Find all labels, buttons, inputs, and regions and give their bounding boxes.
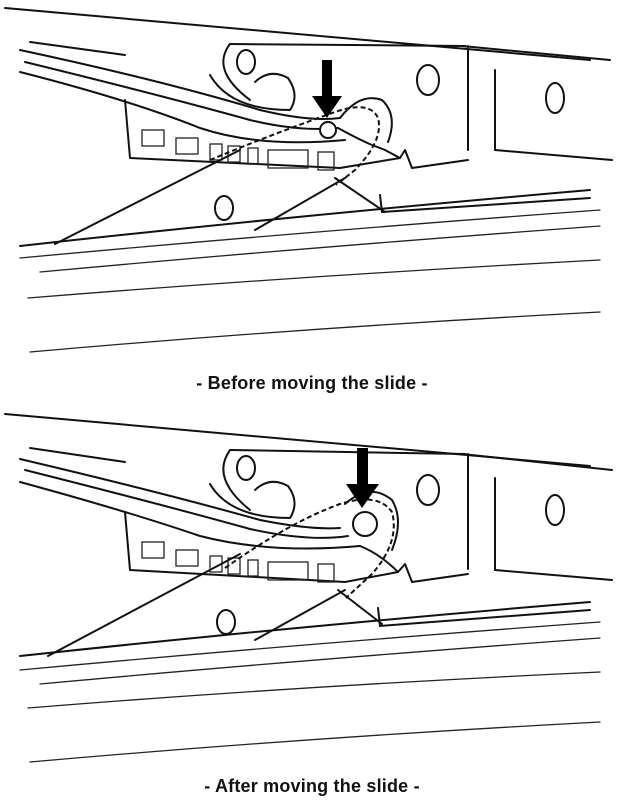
mount-holes — [209, 455, 565, 635]
lower-rail — [19, 189, 601, 353]
lower-rail — [19, 601, 601, 763]
diagram-after — [0, 404, 624, 770]
diagram-before — [0, 0, 624, 360]
down-arrow-icon — [346, 448, 379, 508]
diagram-after-drawing — [4, 413, 613, 763]
slide-pivot — [209, 97, 393, 186]
support-lines — [54, 149, 386, 245]
support-lines — [47, 553, 383, 657]
rail-curved — [19, 41, 346, 144]
down-arrow-icon — [312, 60, 342, 118]
caption-after: - After moving the slide - — [204, 776, 420, 796]
slot-rectangles — [141, 129, 335, 171]
frame-outline — [4, 413, 613, 581]
diagram-before-drawing — [4, 7, 613, 353]
rail-curved — [19, 447, 361, 550]
bracket-plate — [124, 43, 469, 169]
mount-holes — [209, 49, 565, 221]
frame-outline — [4, 7, 613, 161]
bracket-plate — [124, 449, 469, 583]
caption-before: - Before moving the slide - — [196, 373, 428, 393]
